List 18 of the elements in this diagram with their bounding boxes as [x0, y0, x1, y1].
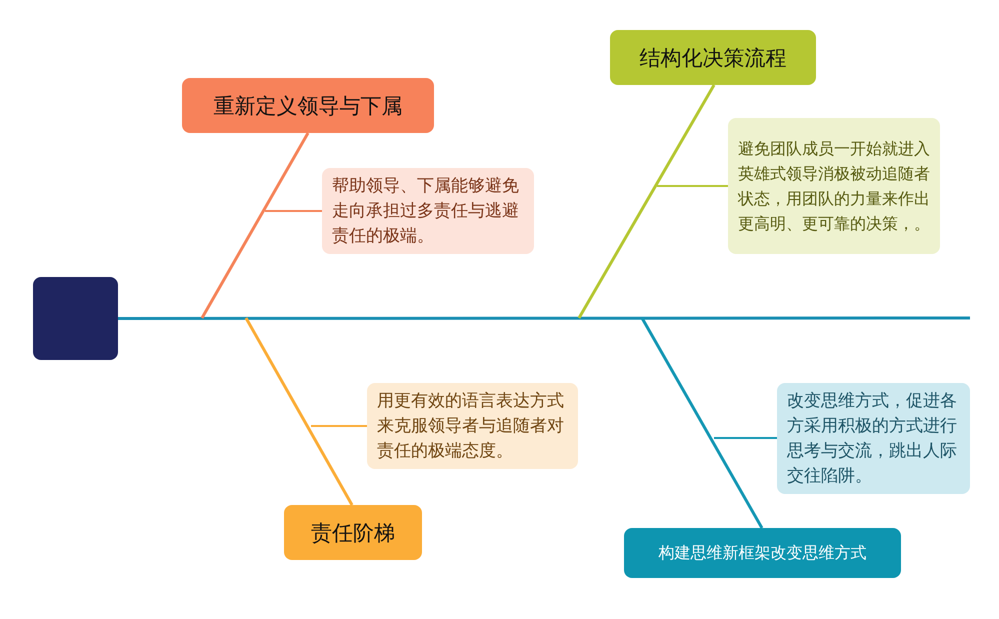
leader-line	[657, 185, 728, 187]
note-box: 帮助领导、下属能够避免走向承担过多责任与逃避责任的极端。	[322, 168, 534, 254]
category-box: 责任阶梯	[284, 505, 422, 560]
branch-line	[578, 84, 716, 319]
category-box: 结构化决策流程	[610, 30, 816, 85]
category-box: 构建思维新框架改变思维方式	[624, 528, 901, 578]
head-box	[33, 277, 118, 360]
leader-line	[714, 436, 777, 439]
note-box: 用更有效的语言表达方式来克服领导者与追随者对责任的极端态度。	[367, 383, 578, 469]
branch-line	[244, 317, 354, 506]
branch-line	[640, 317, 764, 529]
branch-line	[200, 132, 310, 319]
note-box: 避免团队成员一开始就进入英雄式领导消极被动追随者状态，用团队的力量来作出更高明、更可靠的决策，。	[728, 118, 940, 254]
spine-line	[118, 316, 970, 320]
leader-line	[265, 210, 322, 212]
leader-line	[311, 425, 367, 427]
note-box: 改变思维方式，促进各方采用积极的方式进行思考与交流，跳出人际交往陷阱。	[777, 383, 970, 494]
category-box: 重新定义领导与下属	[182, 78, 434, 133]
